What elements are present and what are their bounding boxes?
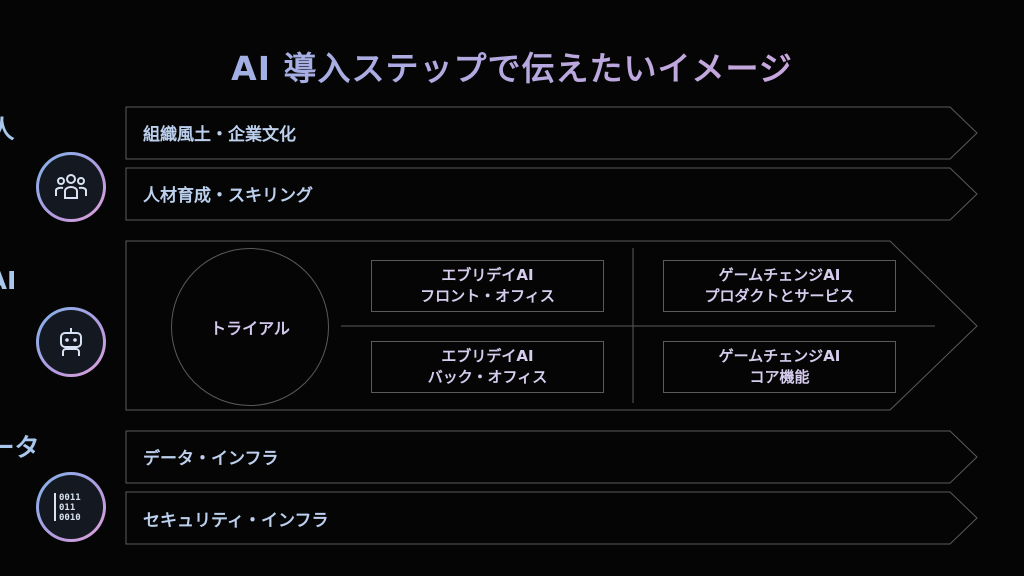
trial-label: トライアル — [210, 319, 290, 338]
box-everyday-back-office: エブリデイAI バック・オフィス — [371, 341, 604, 393]
box-title: エブリデイAI — [441, 266, 534, 284]
arrow-data-infra — [125, 430, 978, 484]
box-title: ゲームチェンジAI — [718, 347, 841, 365]
section-label-ai: AI — [0, 266, 17, 295]
binary-line-2: 011 — [59, 503, 75, 513]
binary-line-1: 0011 — [59, 493, 81, 503]
section-label-data: データ — [0, 433, 40, 462]
box-subtitle: コア機能 — [749, 368, 810, 386]
page-title: AI 導入ステップで伝えたいイメージ — [0, 42, 1024, 90]
trial-circle: トライアル — [171, 248, 329, 406]
box-title: エブリデイAI — [441, 347, 534, 365]
arrow-culture — [125, 106, 978, 160]
people-group-icon — [36, 152, 106, 222]
box-title: ゲームチェンジAI — [718, 266, 841, 284]
binary-data-icon: 0011 011 0010 — [36, 472, 106, 542]
row-label-security-infra: セキュリティ・インフラ — [143, 511, 329, 531]
box-gamechange-core: ゲームチェンジAI コア機能 — [663, 341, 896, 393]
box-everyday-front-office: エブリデイAI フロント・オフィス — [371, 260, 604, 312]
arrow-skilling — [125, 167, 978, 221]
robot-icon — [36, 307, 106, 377]
row-label-skilling: 人材育成・スキリング — [143, 186, 313, 206]
box-gamechange-product: ゲームチェンジAI プロダクトとサービス — [663, 260, 896, 312]
section-label-people: 人 — [0, 115, 15, 144]
box-subtitle: フロント・オフィス — [420, 287, 555, 305]
box-subtitle: プロダクトとサービス — [704, 287, 855, 305]
row-label-data-infra: データ・インフラ — [143, 449, 279, 469]
box-subtitle: バック・オフィス — [427, 368, 548, 386]
arrow-security-infra — [125, 491, 978, 545]
binary-line-3: 0010 — [59, 513, 81, 523]
arrow-ai — [125, 240, 978, 411]
row-label-culture: 組織風土・企業文化 — [143, 125, 296, 145]
